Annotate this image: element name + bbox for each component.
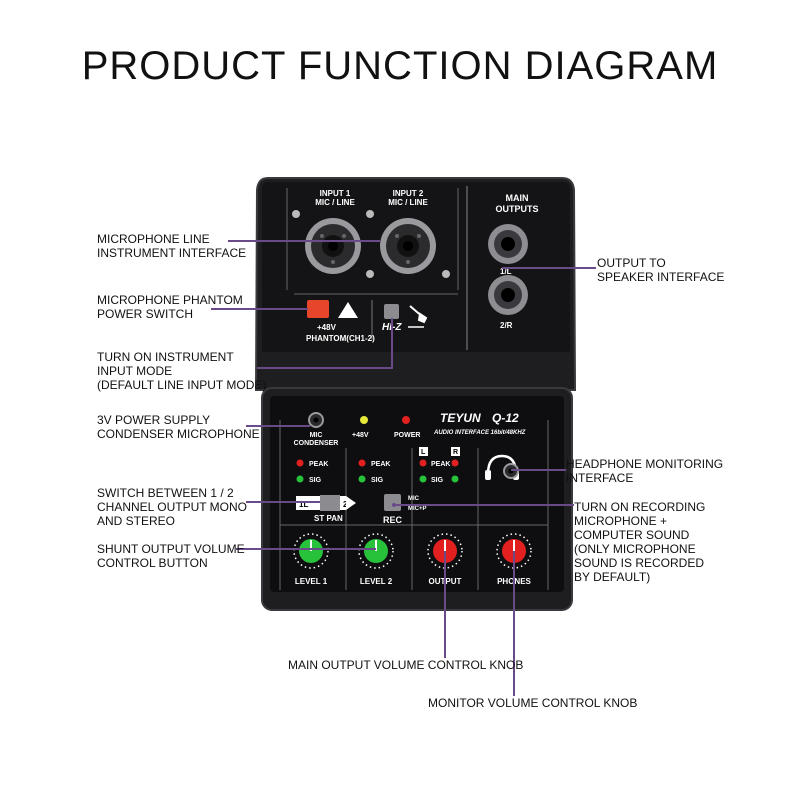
combo-jack-input-1 (292, 210, 374, 278)
warning-icon (338, 302, 358, 318)
rec-switch (384, 494, 401, 511)
svg-text:PEAK: PEAK (371, 461, 390, 468)
rec-label: REC (383, 515, 403, 525)
guitar-icon (409, 305, 428, 324)
callout-phantom: MICROPHONE PHANTOM POWER SWITCH (97, 293, 243, 321)
level-1-label: LEVEL 1 (295, 577, 328, 586)
output-1-label: 1/L (500, 267, 512, 276)
svg-text:SIG: SIG (431, 477, 444, 484)
rec-micp-label: MIC+P (408, 506, 427, 512)
st-pan-switch (320, 495, 340, 511)
output-2-label: 2/R (500, 321, 513, 330)
svg-text:SIG: SIG (309, 477, 322, 484)
page-title: PRODUCT FUNCTION DIAGRAM (81, 44, 719, 88)
st-pan-label: ST PAN (314, 514, 343, 523)
brand-label: TEYUN (440, 411, 481, 425)
callout-instrument: TURN ON INSTRUMENT INPUT MODE (DEFAULT L… (97, 350, 267, 392)
phantom-channels-label: PHANTOM(CH1-2) (306, 334, 375, 343)
led-power (402, 416, 410, 424)
callout-shunt: SHUNT OUTPUT VOLUME CONTROL BUTTON (97, 542, 245, 570)
callout-headphone: HEADPHONE MONITORING INTERFACE (566, 457, 724, 485)
callout-3v-power: 3V POWER SUPPLY CONDENSER MICROPHONE (97, 413, 260, 441)
hi-z-switch (384, 304, 399, 319)
input2-line2: MIC / LINE (388, 198, 428, 207)
input2-line1: INPUT 2 (393, 189, 424, 198)
phantom-48v-label: +48V (317, 323, 337, 332)
output-jack-2 (488, 275, 528, 315)
svg-text:SIG: SIG (371, 477, 384, 484)
svg-text:PEAK: PEAK (431, 461, 450, 468)
svg-text:PEAK: PEAK (309, 461, 328, 468)
svg-text:L: L (421, 449, 426, 456)
level-2-label: LEVEL 2 (360, 577, 393, 586)
combo-jack-input-2 (366, 210, 450, 278)
led-48v (360, 416, 368, 424)
led-power-label: POWER (394, 432, 420, 439)
callout-switch-12: SWITCH BETWEEN 1 / 2 CHANNEL OUTPUT MONO… (97, 486, 248, 528)
output-jack-1 (488, 224, 528, 264)
output-meter: L R PEAK SIG (419, 447, 460, 484)
led-48v-label: +48V (352, 432, 369, 439)
input1-line2: MIC / LINE (315, 198, 355, 207)
ch1-meter: PEAK SIG (296, 459, 328, 484)
svg-text:R: R (453, 449, 458, 456)
pan-1l-label: 1L (299, 500, 308, 509)
phantom-power-switch (307, 300, 329, 318)
callout-mic-line: MICROPHONE LINE INSTRUMENT INTERFACE (97, 232, 247, 260)
callout-output-speaker: OUTPUT TO SPEAKER INTERFACE (597, 256, 725, 284)
leader-instrument (257, 318, 393, 369)
callout-main-knob: MAIN OUTPUT VOLUME CONTROL KNOB (288, 658, 524, 672)
model-label: Q-12 (492, 411, 519, 425)
ch2-meter: PEAK SIG (358, 459, 390, 484)
subtitle-label: AUDIO INTERFACE 16bit/48KHZ (433, 430, 526, 436)
leader-lines (211, 240, 596, 696)
callout-recording: TURN ON RECORDING MICROPHONE + COMPUTER … (574, 500, 706, 584)
lower-panel (270, 396, 564, 592)
input1-line1: INPUT 1 (320, 189, 351, 198)
callout-monitor-knob: MONITOR VOLUME CONTROL KNOB (428, 696, 638, 710)
rec-mic-label: MIC (408, 496, 420, 502)
